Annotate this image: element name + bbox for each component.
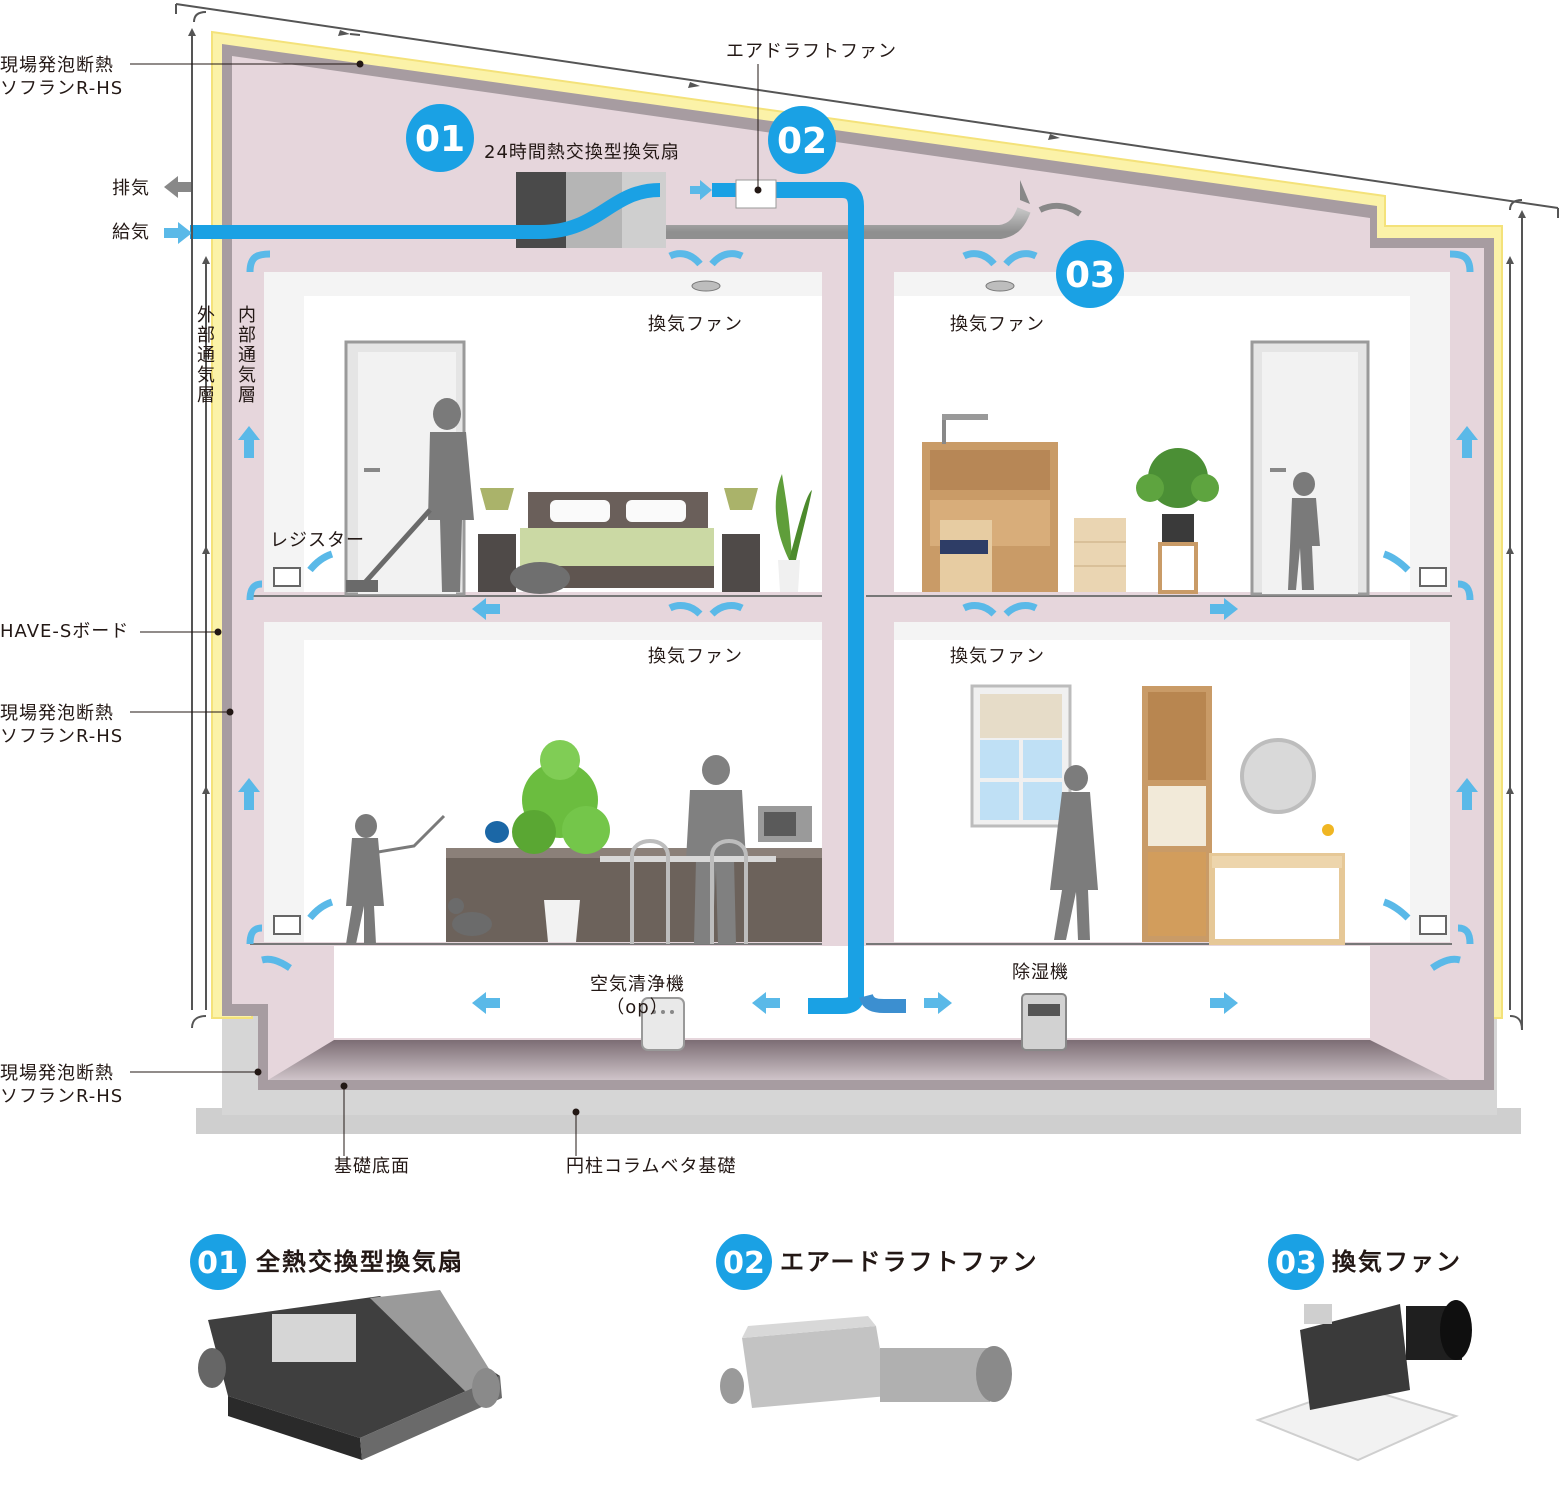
product-heat-exchanger	[198, 1290, 502, 1460]
label-insulation-roof: 現場発泡断熱 ソフランR-HS	[0, 55, 124, 99]
label-dehumidifier: 除湿機	[1012, 962, 1069, 983]
label-exhaust: 排気	[112, 178, 150, 199]
room-furniture	[344, 340, 1370, 945]
label-register: レジスター	[270, 530, 365, 551]
label-heat-exchange-fan: 24時間熱交換型換気扇	[484, 142, 680, 163]
airflow-curves	[246, 250, 1474, 971]
label-foundation-type: 円柱コラムベタ基礎	[566, 1156, 737, 1177]
badge-02: 02	[768, 106, 836, 174]
legend-badge-03-text: 03	[1275, 1246, 1317, 1281]
airflow-arrows	[164, 180, 1478, 1014]
dehumidifier-device	[1021, 993, 1067, 1051]
register-vents	[273, 567, 1447, 935]
label-vent-fan-1f-left: 換気ファン	[648, 646, 743, 667]
label-vent-fan-1f-right: 換気ファン	[950, 646, 1045, 667]
legend-badge-03: 03	[1268, 1234, 1324, 1290]
label-foundation-bottom: 基礎底面	[334, 1156, 410, 1177]
legend-badge-01: 01	[190, 1234, 246, 1290]
roof-line	[175, 3, 1559, 209]
exhaust-arrows	[164, 176, 1082, 217]
legend-title-02: エアードラフトファン	[780, 1248, 1039, 1276]
roof-airlayer-arrows	[338, 30, 1060, 140]
product-air-draft-fan	[720, 1316, 1012, 1408]
ceiling-vent-fans	[691, 280, 1015, 292]
badge-02-text: 02	[777, 121, 827, 162]
label-air-purifier: 空気清浄機 （op）	[590, 974, 685, 1018]
product-vent-fan	[1255, 1300, 1472, 1462]
label-outer-air-layer: 外部通気層	[197, 305, 215, 406]
label-supply: 給気	[112, 222, 150, 243]
legend-badge-01-text: 01	[197, 1246, 239, 1281]
label-vent-fan-2f-right: 換気ファン	[950, 314, 1045, 335]
legend-badge-02-text: 02	[723, 1246, 765, 1281]
legend-title-01: 全熱交換型換気扇	[256, 1248, 464, 1276]
badge-03: 03	[1056, 240, 1124, 308]
legend-title-03: 換気ファン	[1332, 1248, 1462, 1276]
label-have-board: HAVE-Sボード	[0, 621, 130, 642]
badge-01: 01	[406, 104, 474, 172]
label-insulation-wall: 現場発泡断熱 ソフランR-HS	[0, 703, 124, 747]
supply-duct	[190, 179, 906, 1014]
label-insulation-floor: 現場発泡断熱 ソフランR-HS	[0, 1063, 124, 1107]
label-inner-air-layer: 内部通気層	[238, 305, 256, 406]
air-purifier-device	[641, 997, 685, 1051]
crawl-space	[268, 946, 1450, 1080]
badge-01-text: 01	[415, 119, 465, 160]
leader-lines	[130, 60, 762, 1156]
heat-exchange-unit	[516, 172, 666, 248]
label-vent-fan-2f-left: 換気ファン	[648, 314, 743, 335]
label-air-draft-fan: エアドラフトファン	[726, 41, 897, 62]
badge-03-text: 03	[1065, 255, 1115, 296]
legend-badge-02: 02	[716, 1234, 772, 1290]
outer-airlayer-arrows	[188, 11, 1526, 1031]
